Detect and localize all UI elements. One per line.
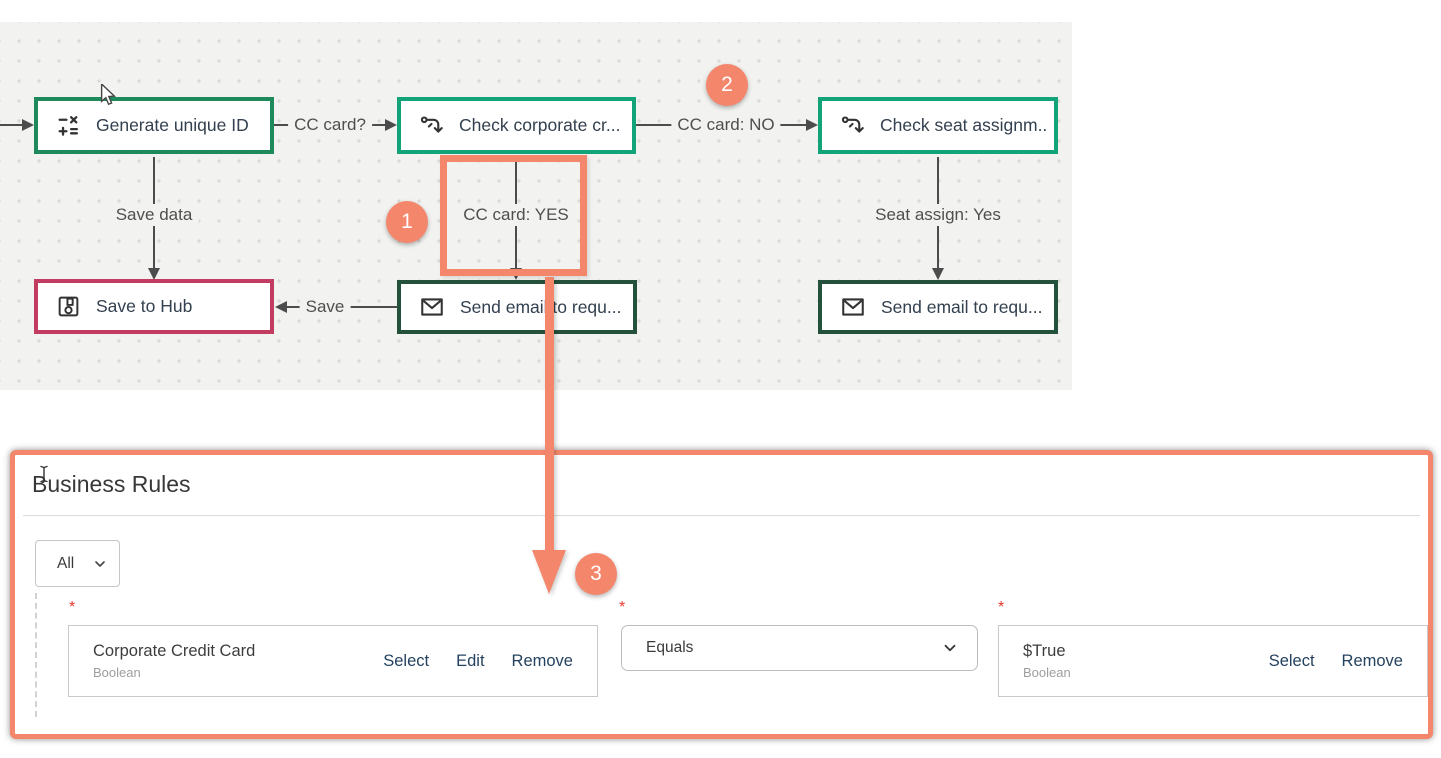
node-label: Check seat assignm.. — [880, 115, 1048, 135]
annotation-badge-2: 2 — [706, 64, 748, 106]
branch-icon — [419, 113, 444, 138]
value-select-action[interactable]: Select — [1268, 651, 1315, 670]
node-label: Send email to requ... — [460, 296, 622, 317]
annotation-badge-3: 3 — [575, 553, 617, 595]
edge-label-save: Save — [299, 296, 351, 318]
node-label: Save to Hub — [96, 296, 193, 316]
annotation-arrow-stem — [545, 277, 554, 551]
rule-value-card: $True Boolean Select Remove — [998, 625, 1428, 697]
mouse-pointer-icon — [100, 82, 116, 111]
node-label: Generate unique ID — [96, 115, 249, 135]
node-label: Send email to requ... — [881, 296, 1043, 317]
rule-value-type: Boolean — [1023, 665, 1071, 680]
email-icon — [840, 294, 866, 320]
field-select-action[interactable]: Select — [383, 651, 430, 670]
chevron-down-icon — [941, 639, 959, 657]
rule-value-name: $True — [1023, 642, 1066, 660]
edge-label-cc-card-yes: CC card: YES — [457, 204, 575, 226]
annotation-highlight-box — [440, 155, 587, 276]
text-cursor-icon — [38, 465, 50, 488]
required-asterisk: * — [619, 599, 626, 616]
node-save-to-hub[interactable]: Save to Hub — [34, 279, 274, 334]
edge-label-cc-card-q: CC card? — [288, 114, 372, 136]
email-icon — [419, 294, 445, 320]
node-check-corporate-credit[interactable]: Check corporate cr... — [397, 97, 636, 154]
rule-branch-dashed-line — [35, 593, 37, 717]
branch-icon — [840, 113, 865, 138]
field-edit-action[interactable]: Edit — [456, 651, 485, 670]
node-generate-unique-id[interactable]: Generate unique ID — [34, 97, 274, 154]
operator-select-value: Equals — [646, 639, 694, 656]
filter-select-value: All — [57, 554, 75, 572]
node-label: Check corporate cr... — [459, 115, 621, 135]
node-check-seat-assignment[interactable]: Check seat assignm.. — [818, 97, 1058, 154]
annotation-badge-1: 1 — [386, 201, 428, 243]
chevron-down-icon — [92, 556, 108, 572]
filter-select[interactable]: All — [35, 540, 120, 587]
edge-label-cc-card-no: CC card: NO — [671, 114, 781, 136]
business-rules-panel: Business Rules All * * * Corporate Credi… — [10, 450, 1433, 739]
field-remove-action[interactable]: Remove — [511, 651, 573, 670]
annotation-arrow-head — [532, 550, 566, 594]
calculation-icon — [56, 113, 81, 138]
required-asterisk: * — [998, 599, 1005, 616]
save-icon — [56, 294, 81, 319]
node-send-email-2[interactable]: Send email to requ... — [818, 280, 1058, 334]
panel-title: Business Rules — [32, 471, 191, 497]
workflow-canvas[interactable]: Generate unique ID Check corporate cr...… — [0, 22, 1072, 390]
panel-divider — [23, 515, 1420, 516]
edge-label-save-data: Save data — [109, 204, 199, 226]
node-send-email-1[interactable]: Send email to requ... — [397, 280, 637, 334]
value-remove-action[interactable]: Remove — [1341, 651, 1403, 670]
required-asterisk: * — [69, 599, 76, 616]
rule-field-card: Corporate Credit Card Boolean Select Edi… — [68, 625, 598, 697]
edge-label-seat-assign-yes: Seat assign: Yes — [869, 204, 1007, 226]
rule-field-type: Boolean — [93, 665, 141, 680]
rule-field-name: Corporate Credit Card — [93, 642, 256, 660]
operator-select[interactable]: Equals — [621, 625, 978, 671]
